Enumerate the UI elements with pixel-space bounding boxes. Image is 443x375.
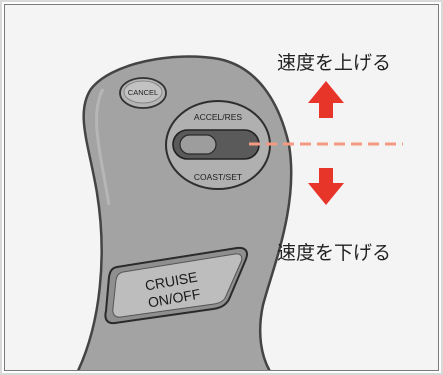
- cancel-label: CANCEL: [128, 88, 158, 97]
- accel-coast-switch[interactable]: ACCEL/RES COAST/SET: [165, 100, 271, 190]
- arrow-down-icon: [308, 168, 344, 205]
- cruise-control-illustration: CANCEL ACCEL/RES COAST/SET: [76, 55, 403, 370]
- figure-panel: CANCEL ACCEL/RES COAST/SET: [4, 4, 439, 371]
- cruise-lever-body: [76, 55, 293, 370]
- lever-highlight: [95, 88, 111, 206]
- coast-set-label: COAST/SET: [194, 172, 242, 182]
- cancel-button[interactable]: CANCEL: [119, 77, 167, 109]
- cruise-onoff-button[interactable]: CRUISE ON/OFF: [104, 246, 248, 325]
- accel-res-label: ACCEL/RES: [194, 112, 243, 122]
- speed-up-label: 速度を上げる: [277, 52, 392, 74]
- arrow-up-icon: [308, 81, 344, 118]
- speed-down-label: 速度を下げる: [277, 242, 392, 264]
